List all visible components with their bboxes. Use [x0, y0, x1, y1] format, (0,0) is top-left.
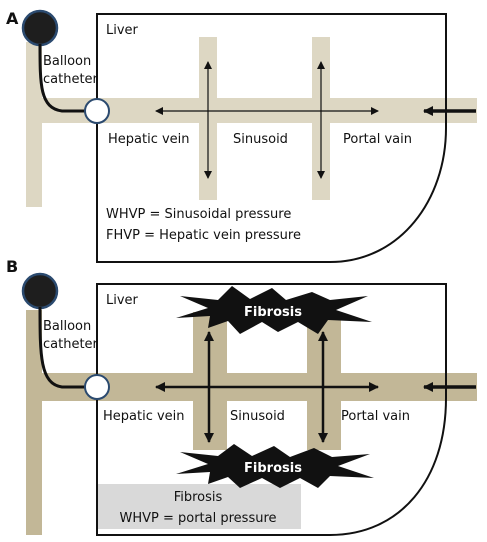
- panel-a-sinusoid-label: Sinusoid: [233, 132, 288, 147]
- panel-a-note-line-2: FHVP = Hepatic vein pressure: [106, 228, 301, 243]
- panel-b-balloon-label-2: catheter: [43, 337, 99, 352]
- panel-a-hepatic-vein-label: Hepatic vein: [108, 132, 190, 147]
- panel-b-balloon-label-1: Balloon: [43, 319, 91, 334]
- panel-a-note-line-1: WHVP = Sinusoidal pressure: [106, 207, 291, 222]
- panel-a-liver-outline: [96, 13, 447, 263]
- panel-b-fibrosis-bottom-burst: [176, 444, 374, 488]
- panel-a-liver-label: Liver: [106, 23, 139, 38]
- panel-b-hepatic-vein-label: Hepatic vein: [103, 409, 185, 424]
- panel-b-letter: B: [6, 257, 18, 276]
- panel-b-fibrosis-bottom-label: Fibrosis: [244, 461, 302, 476]
- panel-a-balloon-icon: [21, 9, 59, 47]
- panel-a-portal-vein-label: Portal vain: [343, 132, 412, 147]
- panel-b-note-line-2: WHVP = portal pressure: [119, 511, 276, 526]
- panel-b-liver-outline: [96, 283, 447, 536]
- panel-b-balloon-icon: [21, 272, 59, 310]
- panel-b-portal-vein-label: Portal vain: [341, 409, 410, 424]
- panel-b-catheter-wire: [38, 306, 97, 389]
- panel-b-liver-label: Liver: [106, 293, 139, 308]
- panel-b-fibrosis-top-label: Fibrosis: [244, 305, 302, 320]
- panel-b-fibrosis-top-burst: [176, 286, 372, 334]
- panel-a-balloon-label-2: catheter: [43, 72, 99, 87]
- panel-b: B Liver Balloon catheter Fibrosis Fibros…: [6, 257, 477, 536]
- panel-b-note-box: [98, 484, 301, 529]
- panel-b-catheter-channel: [26, 310, 42, 535]
- panel-a: A Liver Balloon catheter Hepatic vein Si…: [6, 9, 477, 263]
- panel-a-catheter-channel: [26, 42, 42, 207]
- panel-a-catheter-wire: [38, 43, 97, 113]
- panel-b-note-line-1: Fibrosis: [174, 490, 223, 505]
- panel-b-catheter-tip: [84, 374, 110, 400]
- panel-a-balloon-label-1: Balloon: [43, 54, 91, 69]
- panel-b-sinusoid-label: Sinusoid: [230, 409, 285, 424]
- panel-a-letter: A: [6, 9, 19, 28]
- panel-a-catheter-tip: [84, 98, 110, 124]
